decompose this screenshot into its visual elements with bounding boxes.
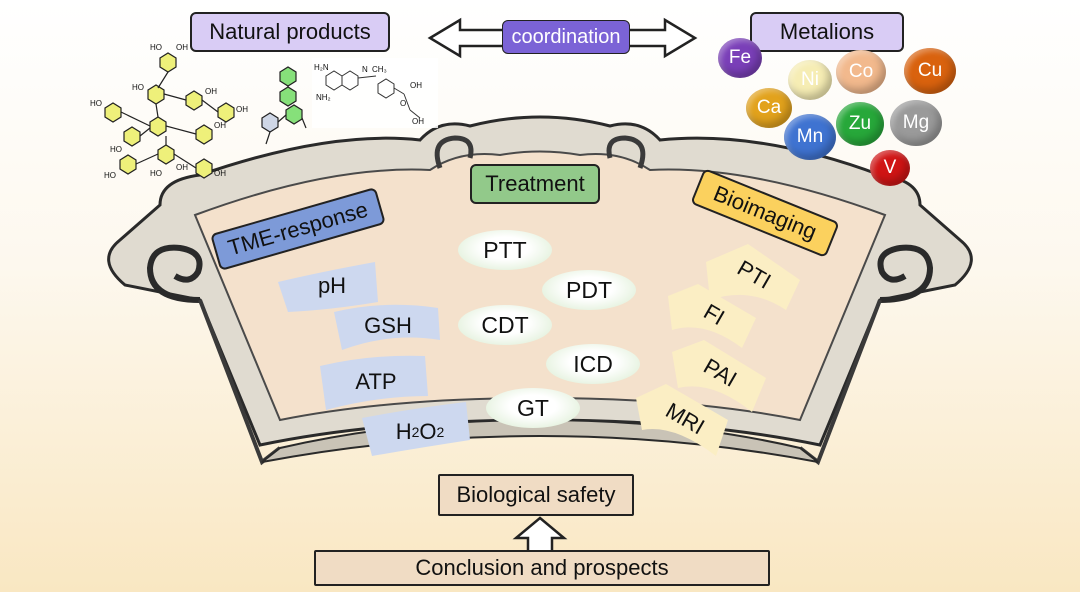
left-curl	[146, 244, 203, 303]
treatment-item-icd-label: ICD	[573, 350, 613, 377]
tme-item-ph-label: pH	[317, 273, 347, 298]
mtx-labels: H₂N NH₂ N CH₃ OH OH O	[314, 63, 424, 126]
metalions-box: Metalions	[750, 12, 904, 52]
ion-v: V	[870, 150, 910, 186]
h2o2-o: O	[419, 419, 437, 444]
tag-shape-ph	[278, 262, 378, 312]
bio-tag-shapes	[636, 244, 800, 456]
svg-text:H₂N: H₂N	[314, 63, 329, 72]
svg-text:HO: HO	[132, 83, 144, 92]
svg-text:OH: OH	[214, 169, 226, 178]
h2o2-sub1: 2	[411, 424, 420, 440]
tag-shape-pai	[672, 340, 766, 412]
metalions-label: Metalions	[779, 19, 875, 44]
svg-text:OH: OH	[176, 43, 188, 52]
top-swirl-right	[606, 135, 646, 169]
ion-cu-label: Cu	[917, 60, 943, 81]
ion-co: Co	[836, 50, 886, 94]
svg-text:O: O	[400, 99, 406, 108]
treatment-item-gt-label: GT	[517, 394, 549, 421]
tme-item-ph: pH	[300, 268, 364, 304]
svg-text:HO: HO	[90, 99, 102, 108]
ion-zu: Zu	[836, 102, 884, 146]
coordination-box: coordination	[502, 20, 630, 54]
coordination-label: coordination	[511, 25, 621, 48]
tme-item-gsh: GSH	[350, 308, 426, 344]
svg-text:HO: HO	[150, 169, 162, 178]
tme-tag-shapes	[278, 262, 470, 456]
h2o2-sub2: 2	[436, 424, 445, 440]
ion-v-label: V	[883, 157, 897, 178]
ion-mg-label: Mg	[902, 112, 930, 133]
svg-text:N: N	[362, 65, 368, 74]
svg-text:OH: OH	[412, 117, 424, 126]
ion-zu-label: Zu	[848, 113, 872, 134]
h2o2-h: H	[395, 419, 412, 444]
treatment-box: Treatment	[470, 164, 600, 204]
treatment-item-cdt-label: CDT	[481, 311, 529, 338]
conclusion-box: Conclusion and prospects	[314, 550, 770, 586]
tme-item-atp: ATP	[338, 364, 414, 400]
tag-shape-fi	[668, 284, 756, 348]
mtx-molecule-card	[312, 58, 438, 128]
natural-products-box: Natural products	[190, 12, 390, 52]
ion-ca: Ca	[746, 88, 792, 128]
biological-safety-label: Biological safety	[456, 482, 616, 507]
ion-co-label: Co	[848, 61, 874, 82]
tannic-labels: HO OH HO OH HO OH HO OH HO OH HO OH	[90, 43, 248, 180]
svg-text:OH: OH	[205, 87, 217, 96]
tme-item-atp-label: ATP	[355, 369, 397, 394]
right-curl	[877, 244, 934, 303]
tannic-acid-molecule	[104, 52, 235, 179]
ion-fe: Fe	[718, 38, 762, 78]
treatment-item-pdt-label: PDT	[566, 276, 612, 303]
treatment-item-icd: ICD	[546, 344, 640, 384]
treatment-title: Treatment	[485, 171, 585, 196]
treatment-item-ptt: PTT	[458, 230, 552, 270]
svg-text:OH: OH	[236, 105, 248, 114]
svg-text:NH₂: NH₂	[316, 93, 331, 102]
treatment-item-pdt: PDT	[542, 270, 636, 310]
top-swirl-left	[434, 135, 474, 169]
treatment-item-gt: GT	[486, 388, 580, 428]
treatment-item-cdt: CDT	[458, 305, 552, 345]
svg-text:HO: HO	[150, 43, 162, 52]
treatment-item-ptt-label: PTT	[483, 236, 527, 263]
ion-cu: Cu	[904, 48, 956, 94]
up-arrow	[512, 516, 568, 554]
conclusion-label: Conclusion and prospects	[415, 555, 669, 580]
ion-mn-label: Mn	[796, 126, 824, 147]
svg-text:HO: HO	[104, 171, 116, 180]
green-molecule	[261, 66, 307, 145]
tag-shape-pti	[706, 244, 800, 310]
svg-text:HO: HO	[110, 145, 122, 154]
svg-text:CH₃: CH₃	[372, 65, 387, 74]
ion-fe-label: Fe	[728, 47, 752, 68]
svg-text:OH: OH	[176, 163, 188, 172]
ion-mg: Mg	[890, 100, 942, 146]
natural-products-label: Natural products	[209, 19, 371, 44]
tag-shape-atp	[320, 355, 428, 410]
tag-shape-h2o2	[362, 402, 470, 456]
svg-text:OH: OH	[214, 121, 226, 130]
bio-item-fi-label: FI	[699, 298, 729, 331]
tag-shape-gsh	[334, 304, 440, 350]
ion-ni-label: Ni	[801, 69, 819, 90]
ion-ni: Ni	[788, 60, 832, 100]
mtx-molecule	[325, 70, 421, 119]
biological-safety-box: Biological safety	[438, 474, 634, 516]
ion-mn: Mn	[784, 114, 836, 160]
tag-shape-mri	[636, 384, 728, 456]
tme-item-gsh-label: GSH	[364, 313, 412, 338]
ion-ca-label: Ca	[756, 97, 782, 118]
svg-text:OH: OH	[410, 81, 422, 90]
